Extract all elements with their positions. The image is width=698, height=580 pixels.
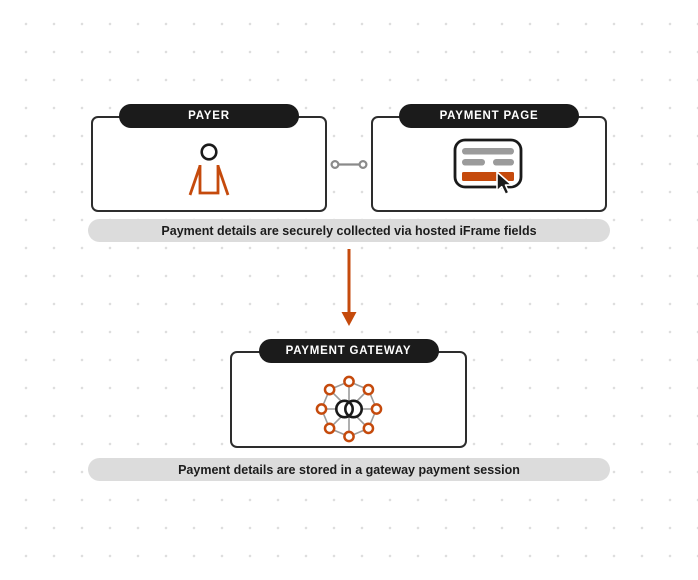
payment-page-node: PAYMENT PAGE bbox=[371, 104, 607, 212]
payer-node-label: PAYER bbox=[119, 104, 299, 128]
payment-page-node-body bbox=[373, 118, 605, 210]
caption-iframe-fields: Payment details are securely collected v… bbox=[88, 219, 610, 242]
payment-page-node-label: PAYMENT PAGE bbox=[399, 104, 579, 128]
payment-gateway-node-label: PAYMENT GATEWAY bbox=[258, 339, 439, 363]
payment-gateway-node: PAYMENT GATEWAY bbox=[230, 339, 467, 448]
arrow-down-icon bbox=[341, 249, 357, 326]
gateway-network-icon bbox=[315, 375, 382, 442]
link-connector-icon bbox=[330, 159, 368, 170]
caption-gateway-session: Payment details are stored in a gateway … bbox=[88, 458, 610, 481]
person-icon bbox=[188, 143, 230, 196]
credit-card-cursor-icon bbox=[453, 138, 523, 196]
payer-node: PAYER bbox=[91, 104, 327, 212]
payment-gateway-node-body bbox=[232, 353, 465, 446]
payer-node-body bbox=[93, 118, 325, 210]
